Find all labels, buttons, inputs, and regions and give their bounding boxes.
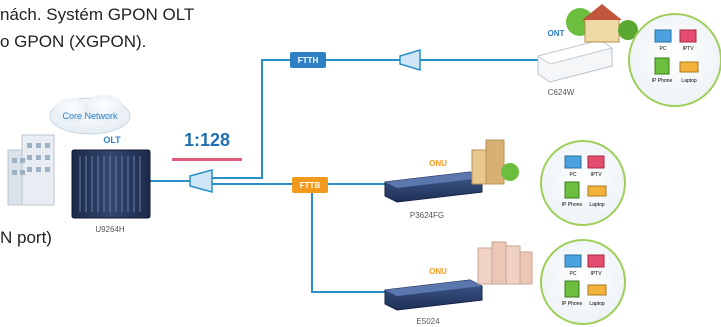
onu-2-model-label: E5024 — [416, 317, 440, 326]
svg-text:IP Phone: IP Phone — [562, 301, 583, 307]
olt-chassis-icon — [71, 149, 151, 219]
ftth-tag: FTTH — [290, 52, 326, 68]
ont-model-label: C624W — [548, 88, 575, 97]
split-ratio-label: 1:128 — [184, 130, 230, 150]
svg-text:FTTH: FTTH — [298, 56, 319, 65]
svg-text:PC: PC — [570, 172, 577, 178]
svg-text:PC: PC — [570, 271, 577, 277]
paragraph-line-1: nách. Systém GPON OLT — [0, 5, 195, 24]
svg-text:Laptop: Laptop — [589, 301, 605, 307]
svg-text:IP Phone: IP Phone — [652, 78, 673, 84]
user-devices-circle-3: PC IPTV IP Phone Laptop — [540, 239, 626, 325]
house-icon — [566, 4, 638, 43]
onu-1-label: ONU — [429, 159, 447, 168]
optical-splitter-icon — [189, 169, 213, 193]
svg-text:Laptop: Laptop — [681, 78, 697, 84]
ont-device-icon — [536, 39, 614, 83]
ont-label: ONT — [548, 29, 565, 38]
onu-2-label: ONU — [429, 267, 447, 276]
svg-text:Laptop: Laptop — [589, 202, 605, 208]
svg-text:IP Phone: IP Phone — [562, 202, 583, 208]
onu-1-model-label: P3624FG — [410, 211, 444, 220]
svg-text:IPTV: IPTV — [590, 271, 602, 277]
core-network-cloud: Core Network — [49, 95, 131, 135]
apartment-buildings-icon — [477, 241, 533, 285]
onu-switch-2-icon — [384, 279, 483, 311]
fttb-tag: FTTB — [292, 177, 328, 193]
svg-text:IPTV: IPTV — [682, 46, 694, 52]
svg-text:FTTB: FTTB — [300, 181, 321, 190]
svg-text:PC: PC — [660, 46, 667, 52]
user-devices-circle-1: PC IPTV IP Phone Laptop — [628, 13, 721, 107]
svg-text:IPTV: IPTV — [590, 172, 602, 178]
split-ratio-underline — [172, 158, 242, 161]
onu-switch-1-icon — [384, 171, 483, 203]
olt-label: OLT — [103, 135, 121, 145]
office-building-icon — [471, 139, 519, 185]
paragraph-line-3: N port) — [0, 228, 52, 247]
user-devices-circle-2: PC IPTV IP Phone Laptop — [540, 140, 626, 226]
core-network-label: Core Network — [62, 111, 118, 121]
building-icon — [7, 134, 55, 206]
paragraph-line-2: o GPON (XGPON). — [0, 32, 147, 51]
fiber-fttb-2 — [311, 184, 385, 293]
ftth-splitter-icon — [399, 48, 421, 72]
olt-model-label: U9264H — [95, 225, 125, 234]
